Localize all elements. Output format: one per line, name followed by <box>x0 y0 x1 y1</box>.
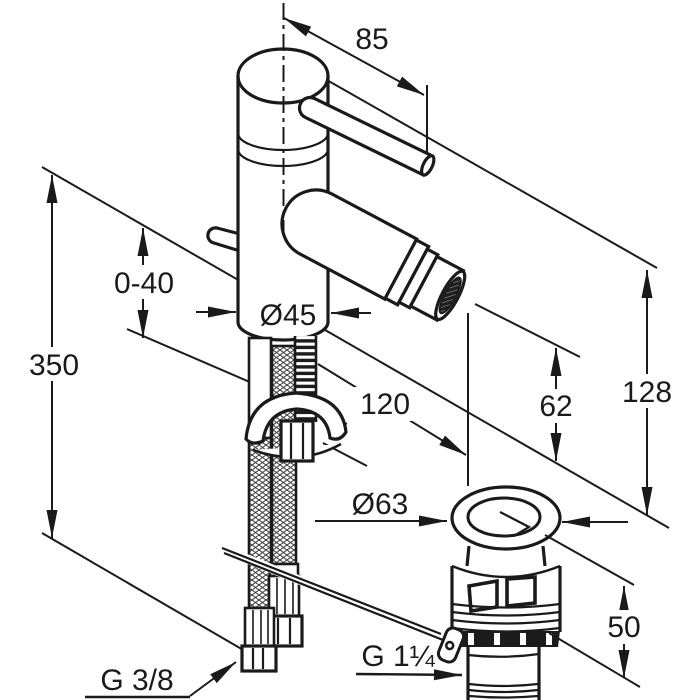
body-diameter-label: Ø45 <box>260 299 317 332</box>
reference-plane-lines <box>41 62 670 652</box>
clamp-screw <box>444 640 455 651</box>
waste-locknut-band <box>453 631 560 647</box>
rod-edges <box>221 546 444 642</box>
hose-length-label: 350 <box>29 349 79 382</box>
waste-plug-pin <box>499 511 532 537</box>
horseshoe-bracket <box>244 391 348 445</box>
hose-end-plane-line <box>41 532 246 652</box>
waste-opening <box>466 496 542 538</box>
left-collar-ridges <box>252 610 269 644</box>
dimension-annotations: 85 0-40 350 Ø45 62 128 120 Ø63 50 G 3/8 <box>21 3 679 699</box>
lever-end <box>420 154 436 177</box>
right-nut-facets <box>276 618 292 644</box>
waste-drum-top-edge <box>451 564 561 579</box>
mounting-nut <box>279 419 315 463</box>
rod-clamp <box>436 626 466 664</box>
left-hose-collar <box>243 606 276 648</box>
body-base-edge <box>236 321 330 342</box>
lever-shaft <box>297 95 435 178</box>
lever-handle <box>297 95 436 178</box>
supply-hoses-and-mounting <box>240 336 348 673</box>
mounting-nut-facets <box>289 423 305 459</box>
spout-outlet-plane-line <box>474 303 581 358</box>
popup-knob-pin <box>206 226 241 253</box>
spout-reach-label: 120 <box>360 388 410 421</box>
popup-actuating-rod <box>221 544 466 664</box>
total-height-label: 128 <box>622 376 672 409</box>
faucet-top-plane-line <box>296 62 658 269</box>
deck-thickness-label-bg <box>105 265 183 299</box>
tailpiece-threads <box>467 652 540 699</box>
spout-tube <box>280 188 419 302</box>
spout-reach-label-bg <box>352 387 420 421</box>
right-collar-ridges <box>276 578 294 614</box>
lever-length-dimension-line <box>283 17 425 96</box>
supply-thread-leader <box>189 661 237 697</box>
left-nut-facets <box>251 648 265 669</box>
left-hose-nut <box>240 644 278 673</box>
deck-top-plane-line <box>41 166 670 529</box>
waste-thread-leader <box>355 669 463 681</box>
hose-length-label-bg <box>21 347 89 381</box>
spout <box>280 188 467 323</box>
waste-neck <box>465 545 547 567</box>
outlet-height-label-bg <box>533 389 579 423</box>
aerator-screen <box>438 276 462 315</box>
lever-length-label: 85 <box>355 23 388 56</box>
outlet-height-label: 62 <box>539 390 572 423</box>
waste-window-right <box>505 575 537 609</box>
total-height-label-bg <box>615 374 679 408</box>
waste-height-extension-top <box>544 534 635 586</box>
waste-height-label: 50 <box>607 611 640 644</box>
faucet <box>206 47 467 342</box>
deck-thickness-label: 0-40 <box>114 267 174 300</box>
waste-height-label-bg <box>602 610 648 644</box>
waste-thread-label: G 1¼ <box>361 640 435 673</box>
supply-thread-label: G 3/8 <box>100 664 173 697</box>
popup-waste-valve <box>450 485 562 700</box>
locknut-knurling <box>468 633 552 645</box>
waste-diameter-label: Ø63 <box>352 488 409 521</box>
waste-seal-grooves <box>451 602 561 633</box>
